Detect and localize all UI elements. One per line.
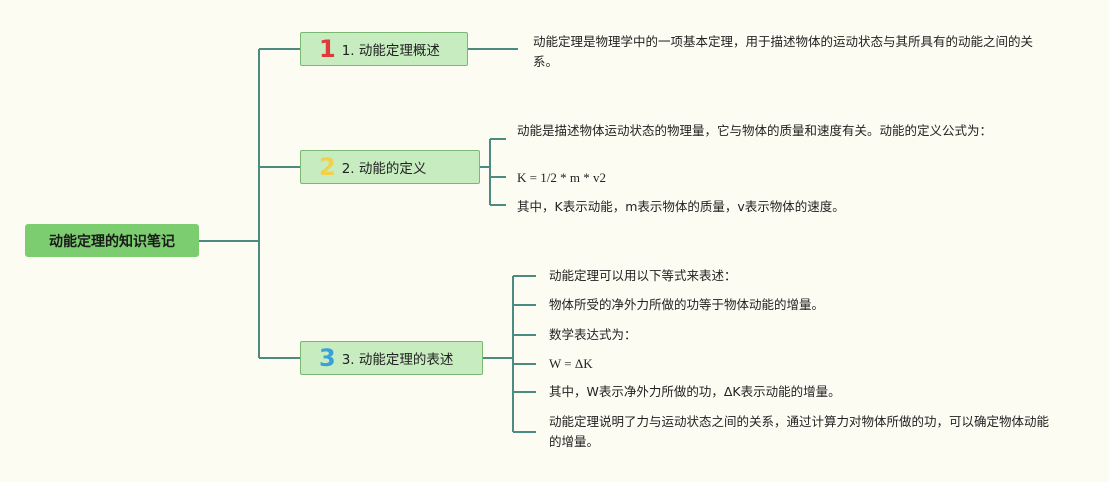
leaf-text[interactable]: 数学表达式为：	[549, 327, 637, 342]
leaf-text[interactable]: 其中，K表示动能，m表示物体的质量，v表示物体的速度。	[517, 199, 845, 214]
branch-label: 1. 动能定理概述	[341, 43, 440, 59]
leaf-text[interactable]: 动能定理是物理学中的一项基本定理，用于描述物体的运动状态与其所具有的动能之间的关…	[533, 34, 1034, 69]
branch-label: 2. 动能的定义	[341, 161, 427, 177]
branch-label: 3. 动能定理的表述	[341, 352, 454, 368]
leaf-text[interactable]: 其中，W表示净外力所做的功，ΔK表示动能的增量。	[549, 384, 841, 399]
branch-node-definition[interactable]: 2 2. 动能的定义	[300, 150, 480, 184]
branch-node-statement[interactable]: 3 3. 动能定理的表述	[300, 341, 483, 375]
leaf-formula[interactable]: W = ΔK	[549, 356, 593, 371]
leaf-text[interactable]: 物体所受的净外力所做的功等于物体动能的增量。	[549, 297, 825, 312]
leaf-text[interactable]: 动能定理可以用以下等式来表述：	[549, 268, 737, 283]
leaf-formula[interactable]: K = 1/2 * m * v2	[517, 170, 606, 185]
number-three-icon: 3	[319, 344, 336, 372]
number-two-icon: 2	[319, 153, 336, 181]
leaf-text[interactable]: 动能是描述物体运动状态的物理量，它与物体的质量和速度有关。动能的定义公式为：	[517, 123, 993, 138]
number-one-icon: 1	[319, 35, 336, 63]
root-label: 动能定理的知识笔记	[49, 233, 175, 250]
root-node[interactable]: 动能定理的知识笔记	[25, 224, 199, 257]
branch-node-overview[interactable]: 1 1. 动能定理概述	[300, 32, 468, 66]
leaf-text[interactable]: 动能定理说明了力与运动状态之间的关系，通过计算力对物体所做的功，可以确定物体动能…	[549, 414, 1050, 449]
